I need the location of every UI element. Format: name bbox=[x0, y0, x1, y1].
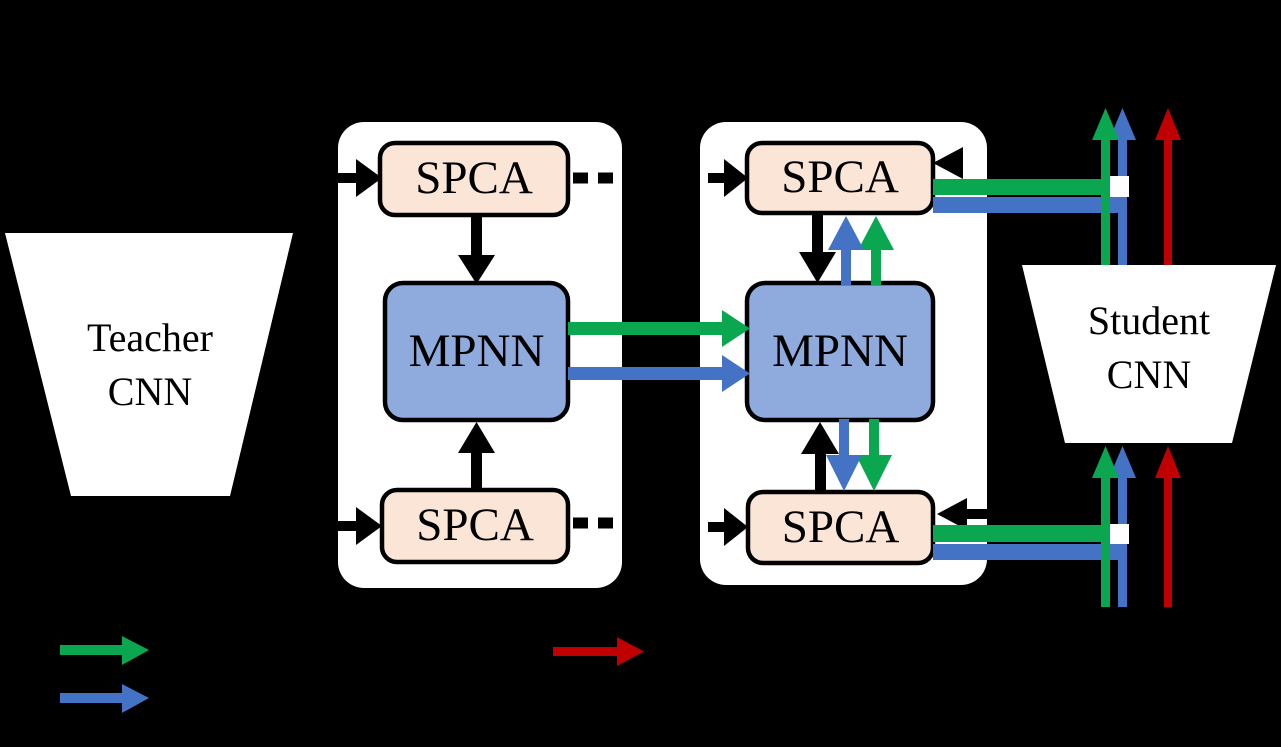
arrow-mpnn-to-spca-bottom-blue-head bbox=[826, 455, 862, 491]
student-bottom-green-horizontal bbox=[933, 525, 1110, 542]
arrow-in-spca-teacher-bottom-line bbox=[330, 521, 358, 531]
arrow-mpnn-to-mpnn-blue-head bbox=[722, 355, 750, 392]
student-top-blue-vertical-head bbox=[1109, 108, 1136, 140]
arrow-mpnn-to-spca-bottom-blue-line bbox=[839, 419, 849, 458]
arrow-mpnn-to-spca-top-blue-line bbox=[841, 247, 851, 285]
spca-box-student-top bbox=[744, 140, 936, 216]
arrow-spca-to-mpnn-student-top-head bbox=[799, 252, 836, 283]
spca-box-teacher-bottom bbox=[379, 487, 571, 565]
student-bottom-green-vertical-line bbox=[1101, 474, 1110, 607]
arrow-spca-to-mpnn-teacher-bottom-head bbox=[458, 422, 495, 453]
red-arrows-group bbox=[553, 108, 1181, 666]
arrow-in-spca-student-top-line bbox=[708, 173, 726, 183]
spca-box-teacher-top bbox=[377, 140, 571, 218]
student-bottom-blue-horizontal bbox=[933, 544, 1127, 560]
crossing-gaps-group bbox=[1110, 176, 1129, 544]
arrow-spca-to-mpnn-teacher-bottom-line bbox=[471, 450, 482, 490]
arrow-in-spca-student-bottom-right-line bbox=[965, 509, 987, 519]
blue-arrows-group bbox=[60, 216, 864, 713]
arrow-spca-to-mpnn-teacher-top-head bbox=[458, 255, 495, 284]
legend-red-arrow-head bbox=[617, 637, 644, 666]
arrow-spca-to-mpnn-student-bottom-head bbox=[801, 422, 839, 454]
blue-horizontal-lines-group bbox=[933, 197, 1127, 560]
legend-green-arrow-line bbox=[60, 645, 124, 655]
student-top-red-vertical-head bbox=[1155, 108, 1181, 140]
legend-blue-arrow-head bbox=[122, 684, 149, 713]
legend-blue-arrow-line bbox=[60, 693, 124, 703]
arrow-spca-to-mpnn-student-top-line bbox=[812, 212, 823, 254]
student-top-green-vertical-head bbox=[1092, 108, 1119, 140]
dashed-lines-group bbox=[573, 172, 628, 529]
arrow-in-spca-student-top-right-head bbox=[933, 147, 963, 179]
student-top-blue-horizontal bbox=[933, 197, 1127, 213]
crossing-gap-top bbox=[1110, 176, 1129, 197]
student-top-green-horizontal bbox=[933, 179, 1110, 195]
black-arrows-group bbox=[330, 147, 987, 546]
arrow-in-spca-student-bottom-right-head bbox=[937, 498, 967, 530]
arrow-in-spca-student-bottom-head bbox=[724, 508, 748, 546]
arrow-in-spca-student-bottom-line bbox=[708, 522, 726, 532]
student-top-red-vertical-line bbox=[1164, 136, 1172, 265]
student-cnn-trapezoid bbox=[1022, 265, 1276, 443]
crossing-gap-bottom bbox=[1110, 524, 1129, 544]
arrow-in-spca-teacher-bottom-head bbox=[356, 507, 382, 545]
arrow-in-spca-student-top-head bbox=[724, 159, 748, 197]
green-arrows-group bbox=[60, 216, 894, 665]
legend-green-arrow-head bbox=[122, 636, 149, 665]
arrow-mpnn-to-spca-bottom-green-line bbox=[869, 419, 879, 458]
student-top-green-vertical-line bbox=[1101, 136, 1110, 265]
arrow-spca-to-mpnn-teacher-top-line bbox=[471, 215, 482, 259]
arrow-mpnn-to-spca-top-green-head bbox=[858, 216, 894, 250]
arrow-mpnn-to-mpnn-blue-line bbox=[568, 367, 724, 380]
spca-box-student-bottom bbox=[745, 489, 936, 566]
arrow-in-spca-teacher-top-line bbox=[330, 173, 358, 183]
green-horizontal-lines-group bbox=[933, 179, 1110, 542]
mpnn-blocks-group bbox=[382, 280, 936, 423]
student-bottom-blue-vertical-head bbox=[1109, 446, 1136, 478]
arrow-mpnn-to-spca-top-green-line bbox=[871, 247, 881, 285]
mpnn-box-student bbox=[744, 280, 936, 423]
arrow-mpnn-to-spca-bottom-green-head bbox=[856, 455, 892, 491]
arrow-mpnn-to-spca-top-blue-head bbox=[828, 216, 864, 250]
arrow-in-spca-teacher-top-head bbox=[356, 159, 382, 197]
spca-blocks-group bbox=[377, 140, 936, 566]
student-bottom-green-vertical-head bbox=[1092, 446, 1119, 478]
green-vertical-lines-group bbox=[1092, 108, 1119, 607]
mpnn-box-teacher bbox=[382, 280, 571, 423]
arrow-mpnn-to-mpnn-green-line bbox=[568, 322, 724, 335]
student-bottom-red-vertical-head bbox=[1155, 446, 1181, 478]
arrow-mpnn-to-mpnn-green-head bbox=[722, 310, 750, 347]
teacher-cnn-trapezoid bbox=[5, 233, 293, 496]
arrow-spca-to-mpnn-student-bottom-line bbox=[815, 451, 826, 492]
student-bottom-red-vertical-line bbox=[1164, 474, 1172, 607]
legend-red-arrow-line bbox=[553, 647, 619, 656]
